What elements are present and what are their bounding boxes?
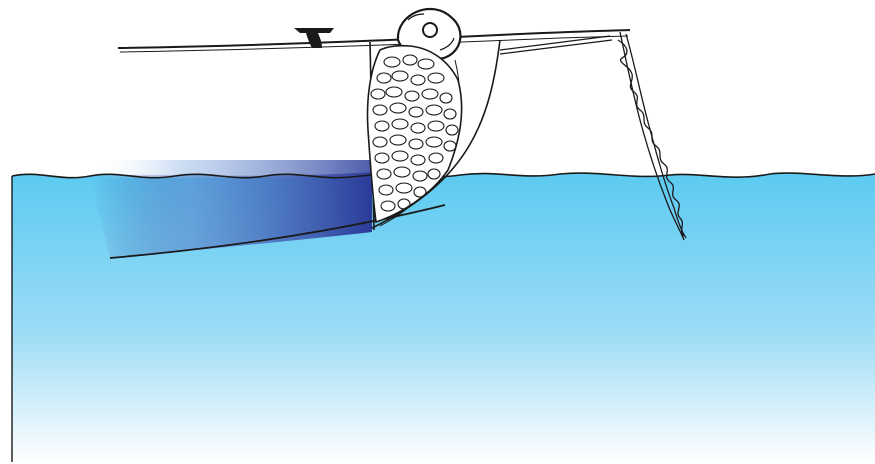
trailing-net-line [617, 31, 687, 241]
hull-submerged-shading [90, 172, 372, 258]
boom-brace [499, 35, 613, 55]
deck-cleat [294, 28, 334, 48]
fishing-net-mass [366, 44, 463, 224]
hull-shading-band [92, 160, 372, 178]
deck-boom-lower [119, 35, 629, 53]
